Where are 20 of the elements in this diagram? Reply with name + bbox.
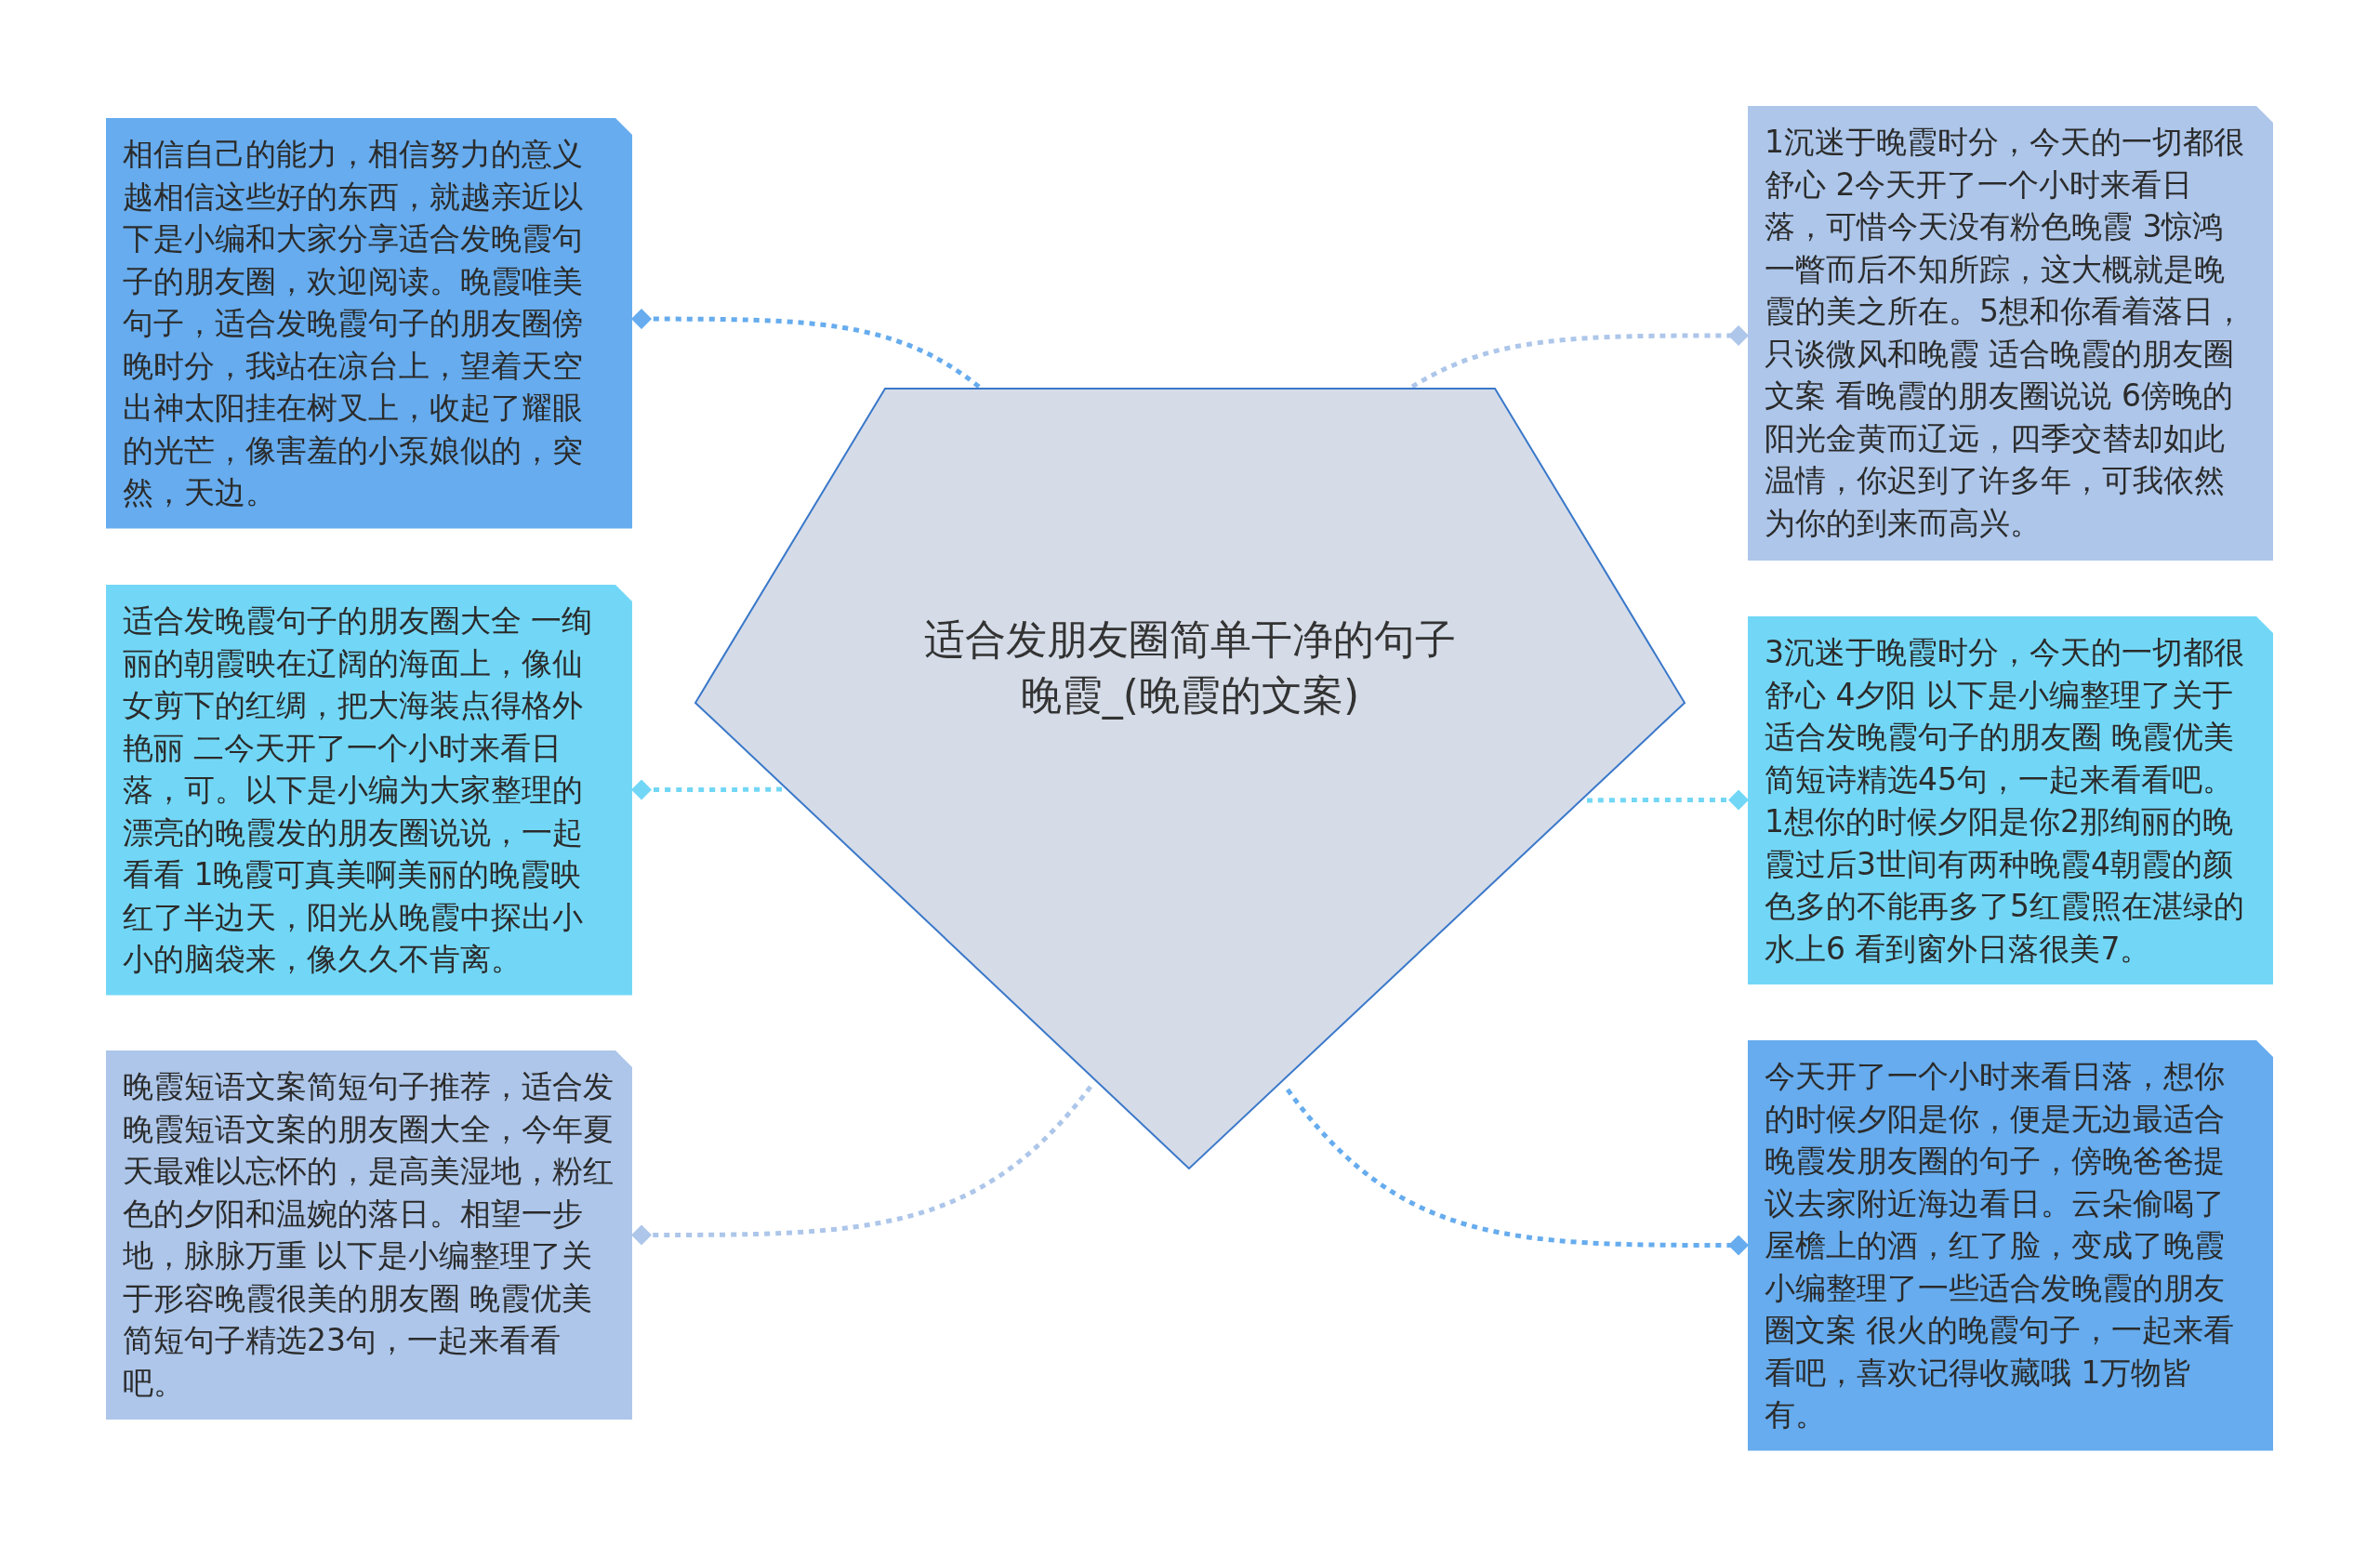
text-card — [106, 118, 632, 529]
text-card — [1748, 1040, 2273, 1451]
card-text: 3沉迷于晚霞时分，今天的一切都很舒心 4夕阳 以下是小编整理了关于适合发晚霞句子的朋友圈 晚霞优美简短诗精选45句，一起来看看吧。1想你的时候夕阳是你2那绚丽的晚霞过后3世间有两种晚霞4朝霞的颜色多的不能再多了5红霞照在湛绿的水上6 看到窗外日落很美7。 — [1765, 633, 2245, 969]
connector — [631, 309, 981, 389]
card-text: 今天开了一个小时来看日落，想你的时候夕阳是你，便是无边最适合晚霞发朋友圈的句子，傍晚爸爸提议去家附近海边看日。云朵偷喝了屋檐上的酒，红了脸，变成了晚霞小编整理了一些适合发晚霞的朋友圈文案 很火的晚霞句子，一起来看看吧，喜欢记得收藏哦 1万物皆有。 — [1765, 1057, 2236, 1434]
card-text: 1沉迷于晚霞时分，今天的一切都很舒心 2今天开了一个小时来看日落，可惜今天没有粉色晚霞 3惊鸿一瞥而后不知所踪，这大概就是晚霞的美之所在。5想和你看着落日，只谈微风和晚霞 适合晚霞的朋友圈文案 看晚霞的朋友圈说说 6傍晚的阳光金黄而辽远，四季交替却如此温情，你迟到了许多年，可我依然为你的到来而高兴。 — [1765, 123, 2245, 543]
topic-title: 适合发朋友圈简单干净的句子晚霞_(晚霞的文案) — [923, 614, 1457, 721]
card-text: 适合发晚霞句子的朋友圈大全 一绚丽的朝霞映在辽阔的海面上，像仙女剪下的红绸，把大海装点得格外艳丽 二今天开了一个小时来看日落，可。以下是小编为大家整理的漂亮的晚霞发的朋友圈说说，一起看看 1晚霞可真美啊美丽的晚霞映红了半边天，阳光从晚霞中探出小小的脑袋来，像久久不肯离。 — [123, 601, 594, 979]
connector — [631, 1085, 1092, 1246]
topic-pentagon — [695, 389, 1685, 1169]
text-card — [1748, 106, 2273, 561]
connector — [1410, 324, 1749, 390]
card-text: 晚霞短语文案简短句子推荐，适合发晚霞短语文案的朋友圈大全，今年夏天最难以忘怀的，是高美湿地，粉红色的夕阳和温婉的落日。相望一步地，脉脉万重 以下是小编整理了关于形容晚霞很美的朋友圈 晚霞优美简短句子精选23句，一起来看看吧。 — [123, 1067, 615, 1403]
connector — [1286, 1088, 1749, 1256]
connector — [631, 779, 783, 800]
text-card — [1748, 616, 2273, 984]
text-card — [106, 585, 632, 996]
connector — [1586, 789, 1749, 811]
text-card — [106, 1050, 632, 1420]
card-text: 相信自己的能力，相信努力的意义越相信这些好的东西，就越亲近以下是小编和大家分享适合发晚霞句子的朋友圈，欢迎阅读。晚霞唯美句子，适合发晚霞句子的朋友圈傍晚时分，我站在凉台上，望着天空出神太阳挂在树叉上，收起了耀眼的光芒，像害羞的小泵娘似的，突然，天边。 — [123, 135, 584, 512]
